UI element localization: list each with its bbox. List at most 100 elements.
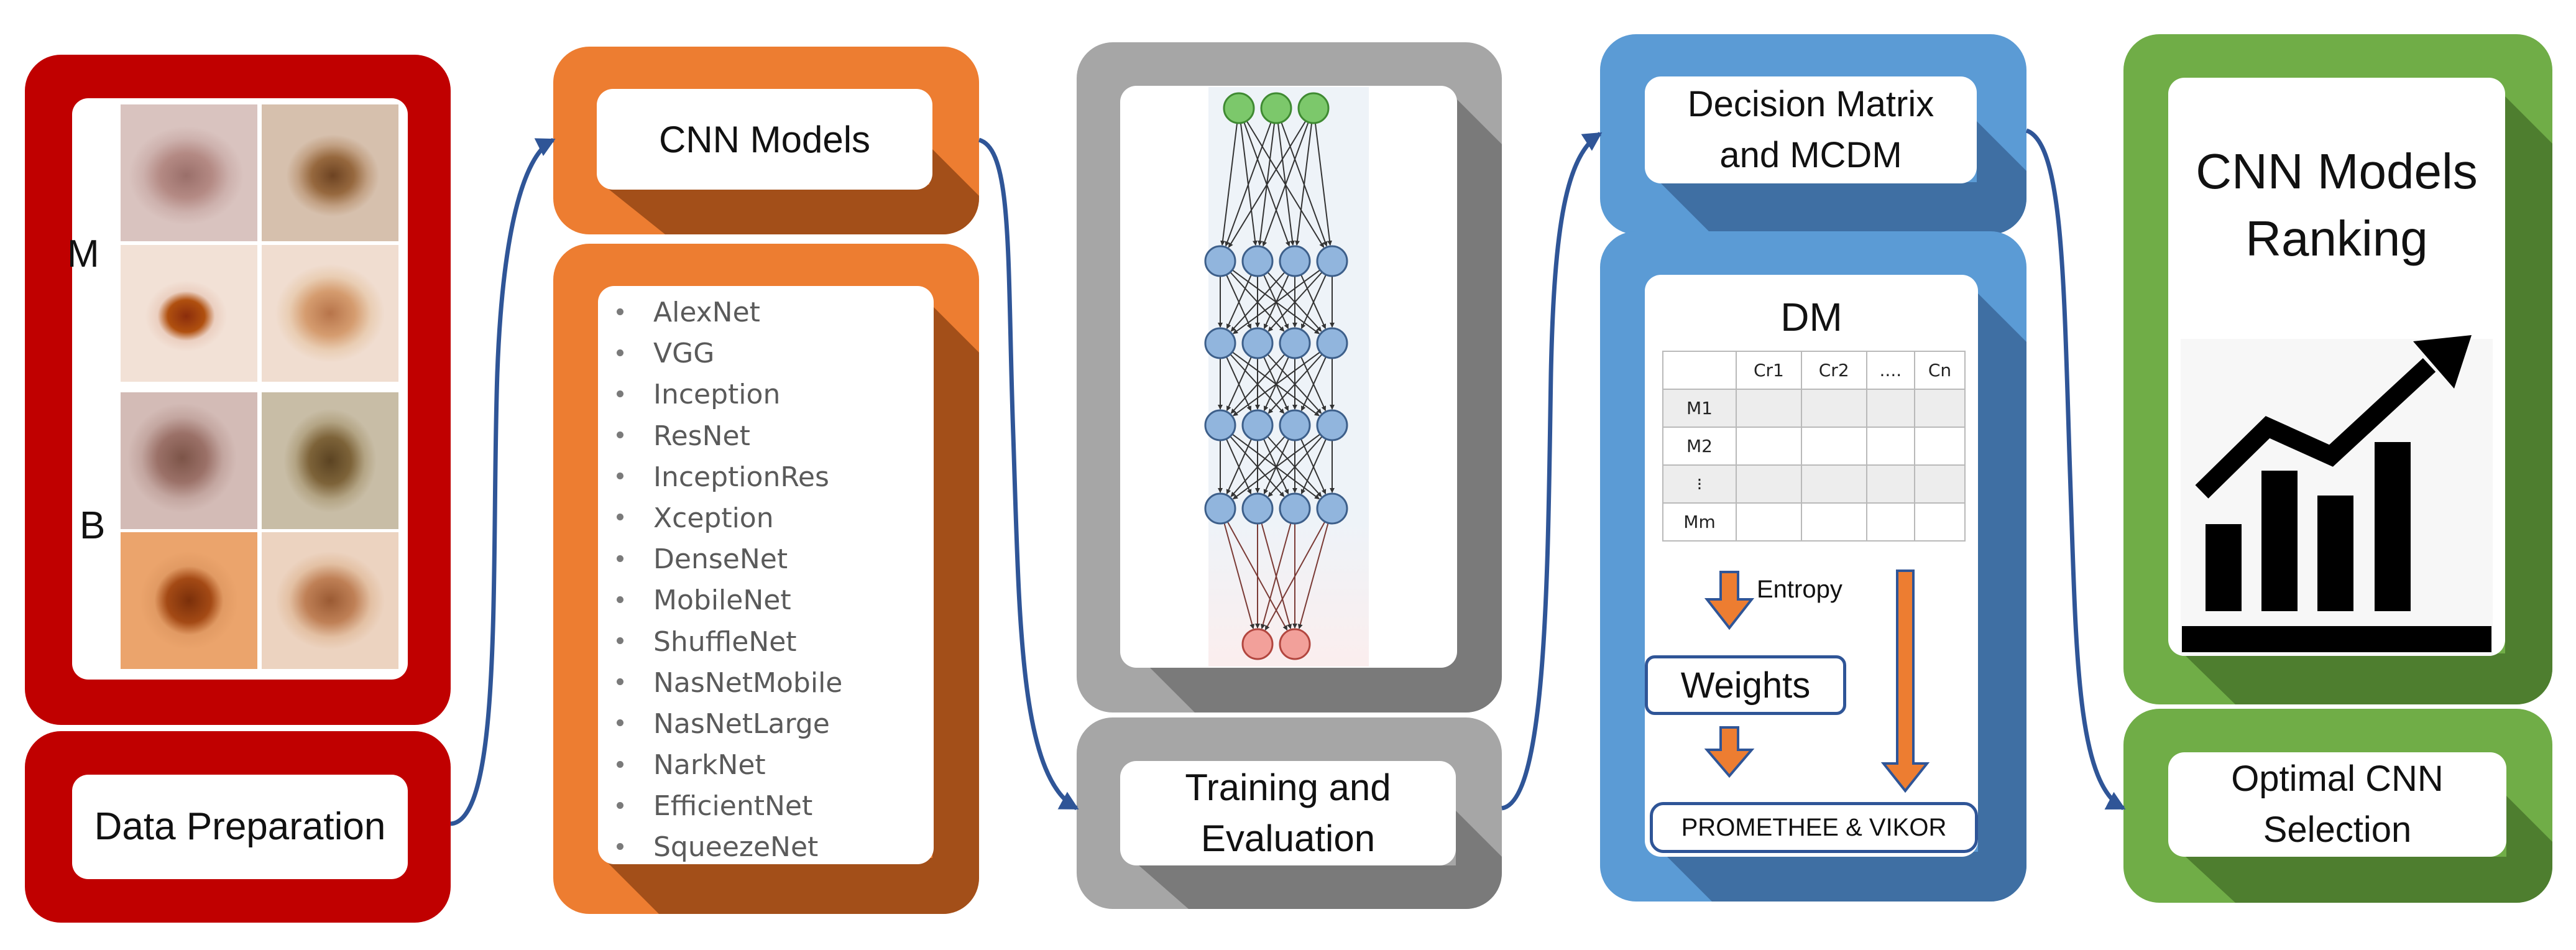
network-edge [1233, 351, 1321, 417]
table-row: M1 [1662, 389, 1966, 428]
cnn-models-header-panel: CNN Models [553, 47, 979, 234]
network-node [1204, 409, 1236, 441]
panel-shadow [2186, 796, 2552, 903]
network-edge [1228, 120, 1307, 248]
network-edge [1226, 438, 1253, 495]
ranking-panel: CNN Models Ranking [2123, 34, 2552, 704]
arrow-icon [2025, 128, 2126, 811]
decision-title-box: Decision Matrix and MCDM [1645, 76, 1977, 183]
list-item: AlexNet [617, 292, 842, 333]
training-title-box: Training and Evaluation [1120, 761, 1456, 865]
network-panel [1077, 42, 1502, 712]
panel-shadow [603, 146, 979, 234]
table-cell: Cn [1914, 351, 1966, 390]
benign-image-2 [262, 392, 398, 529]
list-item: NasNetLarge [617, 704, 842, 745]
down-arrow-icon [1704, 571, 1755, 630]
benign-image-1 [121, 392, 257, 529]
benign-image-4 [262, 532, 398, 669]
network-node [1223, 92, 1255, 124]
benign-label: B [80, 504, 106, 547]
training-title: Training and Evaluation [1185, 767, 1391, 859]
network-edge [1267, 354, 1323, 414]
cnn-models-title-box: CNN Models [597, 89, 932, 190]
network-edge [1300, 274, 1327, 330]
decision-matrix-panel: DM Cr1 Cr2 .... Cn M1 M2 ⁝ Mm [1600, 231, 2026, 902]
ranking-box: CNN Models Ranking [2168, 78, 2505, 656]
table-cell [1662, 351, 1737, 390]
panel-shadow [1139, 98, 1502, 712]
network-edge [1230, 272, 1286, 332]
table-cell: M2 [1662, 427, 1737, 466]
network-edge [1262, 122, 1309, 247]
list-item: Inception [617, 374, 842, 415]
network-edge [1260, 522, 1292, 629]
network-edge [1233, 269, 1321, 334]
network-node [1316, 327, 1348, 359]
decision-title: Decision Matrix and MCDM [1687, 84, 1934, 175]
melanoma-image-4 [262, 245, 398, 382]
network-node [1279, 245, 1311, 277]
network-edge [1223, 522, 1255, 629]
cnn-model-list: AlexNet VGG Inception ResNet InceptionRe… [617, 292, 842, 864]
network-node [1316, 245, 1348, 277]
panel-shadow [2183, 96, 2552, 704]
list-item: VGG [617, 333, 842, 374]
cnn-models-list-panel: AlexNet VGG Inception ResNet InceptionRe… [553, 244, 979, 914]
down-arrow-icon [1880, 570, 1930, 793]
network-edge [1233, 433, 1321, 500]
network-node [1241, 245, 1274, 277]
dm-title: DM [1780, 295, 1842, 339]
network-edge [1267, 436, 1323, 497]
network-edge [1226, 274, 1252, 330]
list-item: SqueezeNet [617, 827, 842, 864]
neural-network-diagram [1204, 87, 1369, 666]
network-node [1316, 492, 1348, 525]
network-node [1204, 327, 1236, 359]
network-node [1279, 327, 1311, 359]
network-node [1279, 492, 1311, 525]
panel-shadow [1660, 121, 2026, 234]
network-node [1241, 409, 1274, 441]
table-header-row: Cr1 Cr2 .... Cn [1662, 351, 1966, 390]
network-edge [1300, 356, 1327, 412]
mcdm-flow-arrows [1704, 570, 1930, 793]
network-edge [1297, 522, 1329, 629]
network-edge [1267, 272, 1323, 332]
network-edge [1230, 354, 1286, 414]
arrow-icon [450, 137, 556, 826]
benign-image-3 [121, 532, 257, 669]
table-cell: Cr2 [1800, 351, 1867, 390]
bar-chart-trend-icon [2181, 335, 2493, 656]
list-item: NasNetMobile [617, 663, 842, 704]
list-item: NarkNet [617, 745, 842, 786]
down-arrow-icon [1704, 726, 1755, 778]
panel-shadow [603, 306, 979, 914]
network-node [1204, 492, 1236, 525]
network-node [1241, 628, 1274, 660]
network-node [1316, 409, 1348, 441]
network-node [1241, 327, 1274, 359]
network-edge [1314, 122, 1332, 246]
network-edge [1264, 521, 1326, 631]
list-item: DenseNet [617, 539, 842, 580]
table-cell: Cr1 [1736, 351, 1802, 390]
dataset-images-box [72, 98, 408, 680]
panel-shadow [1662, 293, 2026, 902]
promethee-vikor-box: PROMETHEE & VIKOR [1650, 802, 1978, 853]
data-preparation-box: Data Preparation [72, 775, 408, 879]
network-diagram-box [1120, 86, 1457, 668]
network-edge [1230, 436, 1286, 497]
arrow-icon [978, 137, 1079, 811]
ranking-title: CNN Models Ranking [2196, 144, 2478, 266]
network-node [1204, 245, 1236, 277]
list-item: InceptionRes [617, 457, 842, 498]
cnn-models-title: CNN Models [658, 118, 871, 160]
network-edge [1226, 356, 1252, 412]
network-edge [1295, 122, 1313, 246]
list-item: ResNet [617, 416, 842, 457]
table-row: Mm [1662, 502, 1966, 542]
network-node [1241, 492, 1274, 525]
table-row: ⁝ [1662, 464, 1966, 504]
network-edge [1225, 122, 1272, 247]
